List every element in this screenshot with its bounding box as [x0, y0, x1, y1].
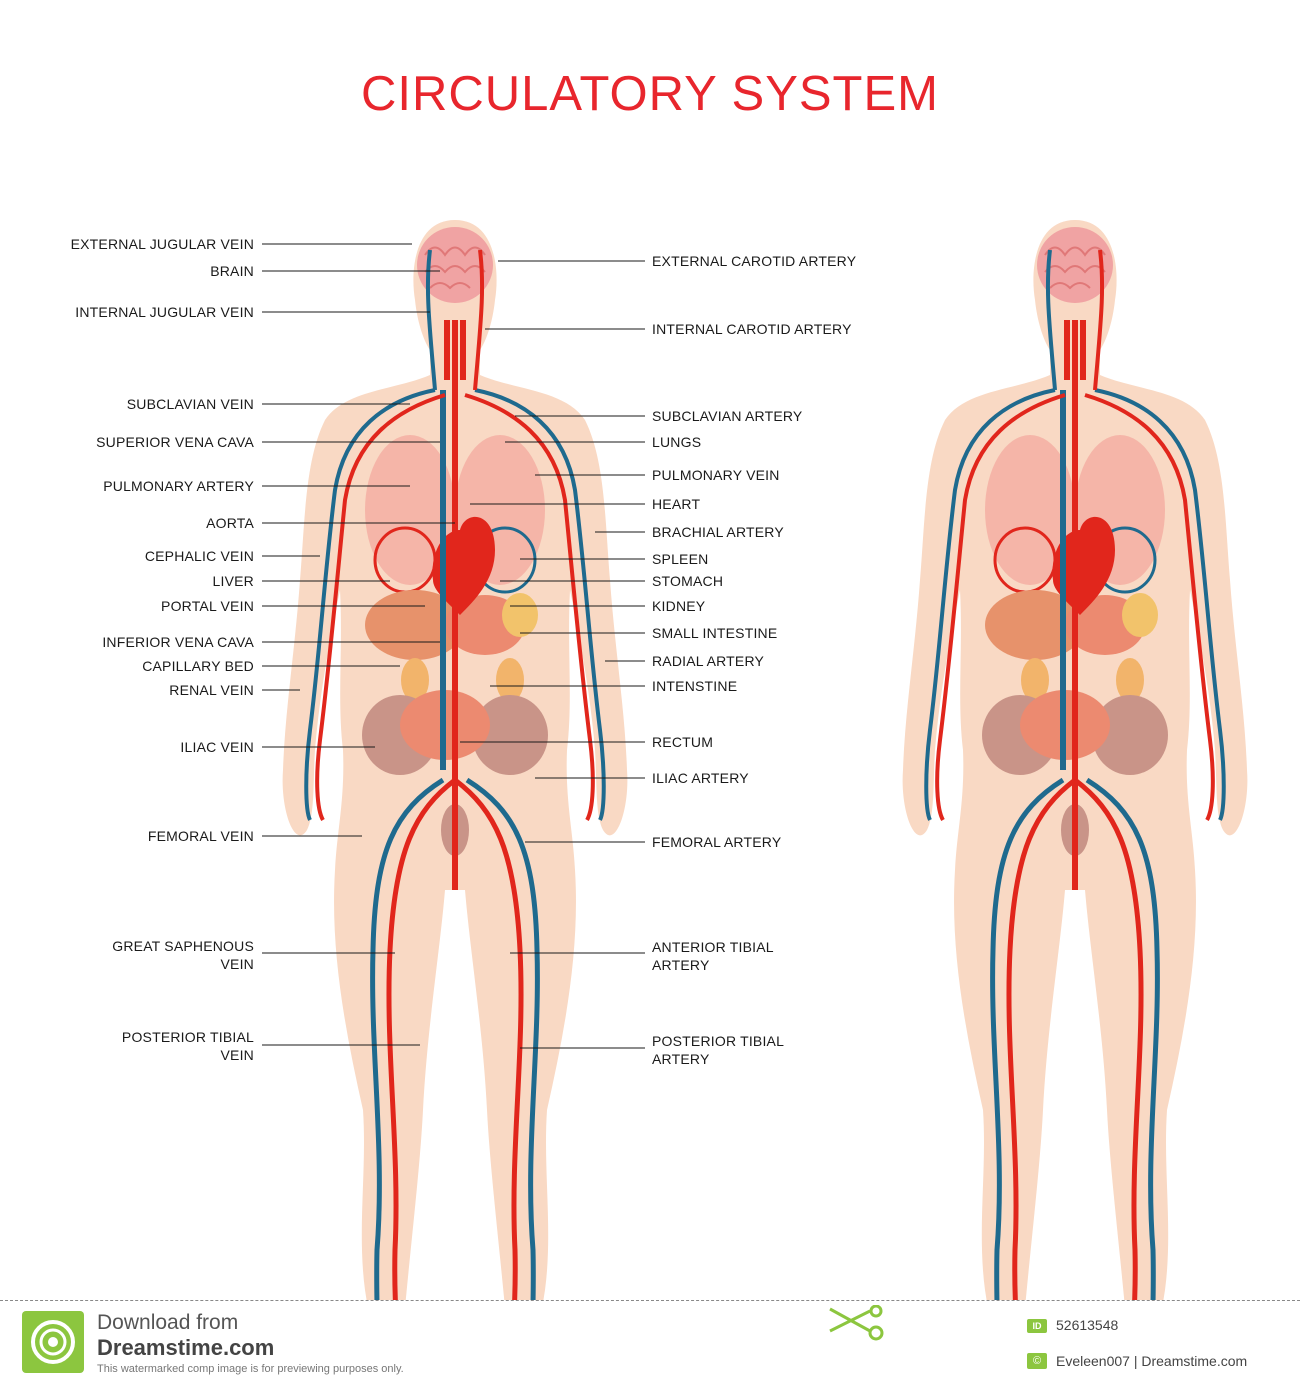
label-cephalic-vein: CEPHALIC VEIN [145, 547, 254, 565]
label-femoral-vein: FEMORAL VEIN [148, 827, 254, 845]
label-inferior-vena-cava: INFERIOR VENA CAVA [102, 633, 254, 651]
label-portal-vein: PORTAL VEIN [161, 597, 254, 615]
watermark-footer: Download from Dreamstime.com This waterm… [0, 1300, 1300, 1391]
label-posterior-tibial-artery-line2: ARTERY [652, 1050, 709, 1068]
label-kidney: KIDNEY [652, 597, 705, 615]
label-posterior-tibial-artery-line1: POSTERIOR TIBIAL [652, 1032, 784, 1050]
label-aorta: AORTA [206, 514, 254, 532]
label-intestine: INTENSTINE [652, 677, 737, 695]
label-iliac-artery: ILIAC ARTERY [652, 769, 749, 787]
body-figure-unlabeled [903, 220, 1248, 1300]
id-badge: ID [1027, 1319, 1047, 1333]
body-figure-labeled [283, 220, 628, 1300]
download-from-text: Download from [97, 1311, 238, 1335]
label-anterior-tibial-line2: ARTERY [652, 956, 709, 974]
label-lungs: LUNGS [652, 433, 701, 451]
label-renal-vein: RENAL VEIN [169, 681, 254, 699]
label-internal-carotid-artery: INTERNAL CAROTID ARTERY [652, 320, 852, 338]
label-rectum: RECTUM [652, 733, 713, 751]
label-brain: BRAIN [210, 262, 254, 280]
scissors-icon [826, 1305, 890, 1341]
label-stomach: STOMACH [652, 572, 723, 590]
label-small-intestine: SMALL INTESTINE [652, 624, 777, 642]
copyright-badge: © [1027, 1353, 1047, 1369]
label-spleen: SPLEEN [652, 550, 708, 568]
label-internal-jugular-vein: INTERNAL JUGULAR VEIN [75, 303, 254, 321]
label-pulmonary-artery: PULMONARY ARTERY [103, 477, 254, 495]
author-credit: Eveleen007 | Dreamstime.com [1056, 1353, 1247, 1369]
label-pulmonary-vein: PULMONARY VEIN [652, 466, 780, 484]
label-brachial-artery: BRACHIAL ARTERY [652, 523, 784, 541]
label-iliac-vein: ILIAC VEIN [180, 738, 254, 756]
image-id-number: 52613548 [1056, 1317, 1118, 1333]
label-external-jugular-vein: EXTERNAL JUGULAR VEIN [71, 235, 254, 253]
label-great-saphenous-line2: VEIN [221, 955, 254, 973]
label-anterior-tibial-line1: ANTERIOR TIBIAL [652, 938, 774, 956]
label-posterior-tibial-vein-line1: POSTERIOR TIBIAL [122, 1028, 254, 1046]
label-capillary-bed: CAPILLARY BED [142, 657, 254, 675]
preview-notice: This watermarked comp image is for previ… [97, 1363, 404, 1375]
label-subclavian-artery: SUBCLAVIAN ARTERY [652, 407, 802, 425]
label-subclavian-vein: SUBCLAVIAN VEIN [127, 395, 254, 413]
label-femoral-artery: FEMORAL ARTERY [652, 833, 781, 851]
dreamstime-logo-icon [22, 1311, 84, 1373]
label-liver: LIVER [213, 572, 254, 590]
label-superior-vena-cava: SUPERIOR VENA CAVA [96, 433, 254, 451]
label-radial-artery: RADIAL ARTERY [652, 652, 764, 670]
label-external-carotid-artery: EXTERNAL CAROTID ARTERY [652, 252, 856, 270]
dreamstime-link[interactable]: Dreamstime.com [97, 1335, 274, 1361]
label-great-saphenous-line1: GREAT SAPHENOUS [112, 937, 254, 955]
label-heart: HEART [652, 495, 700, 513]
label-posterior-tibial-vein-line2: VEIN [221, 1046, 254, 1064]
